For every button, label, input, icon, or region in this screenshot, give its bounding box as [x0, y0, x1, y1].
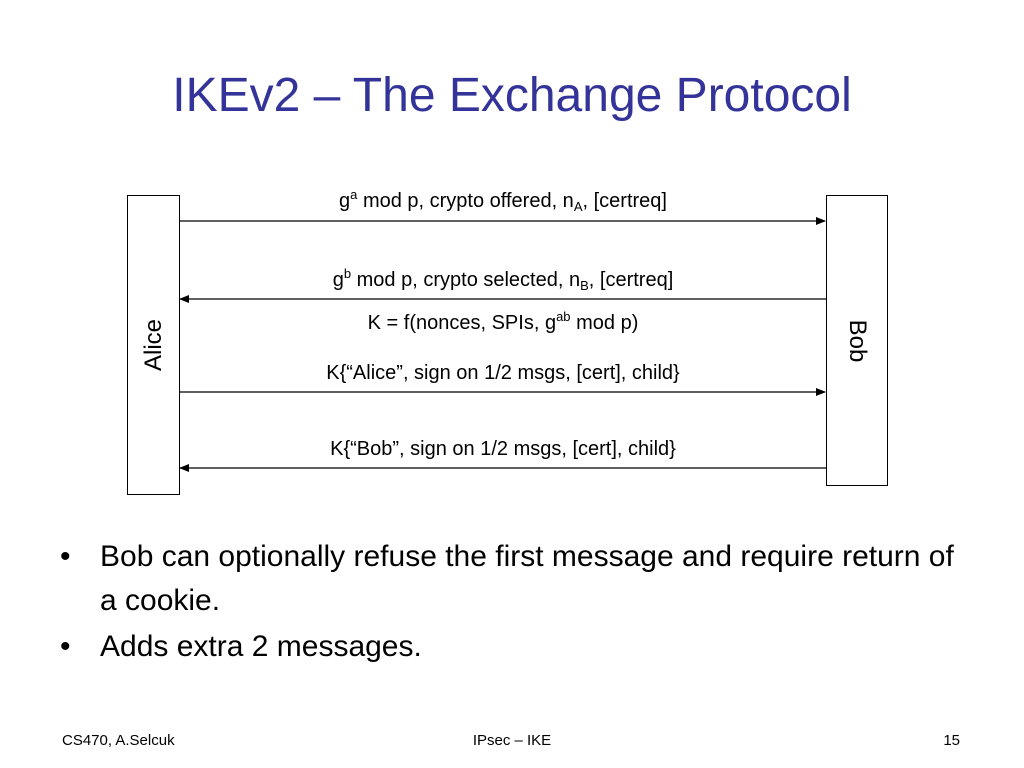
message-1-label: ga mod p, crypto offered, nA, [certreq]	[339, 187, 667, 214]
slide-title: IKEv2 – The Exchange Protocol	[172, 69, 852, 122]
key-derivation-label: K = f(nonces, SPIs, gab mod p)	[367, 309, 639, 334]
bullet-item: Bob can optionally refuse the first mess…	[60, 535, 960, 623]
bullet-item: Adds extra 2 messages.	[60, 625, 960, 669]
message-3-label: K{“Alice”, sign on 1/2 msgs, [cert], chi…	[326, 362, 680, 384]
bullet-list: Bob can optionally refuse the first mess…	[60, 535, 960, 671]
message-2-label: gb mod p, crypto selected, nB, [certreq]	[332, 266, 674, 293]
alice-box: Alice	[127, 195, 180, 495]
bob-box: Bob	[826, 195, 888, 486]
footer-author: CS470, A.Selcuk	[62, 732, 175, 749]
message-4-label: K{“Bob”, sign on 1/2 msgs, [cert], child…	[330, 438, 676, 460]
footer-topic: IPsec – IKE	[472, 732, 552, 749]
footer-page-number: 15	[943, 732, 960, 749]
